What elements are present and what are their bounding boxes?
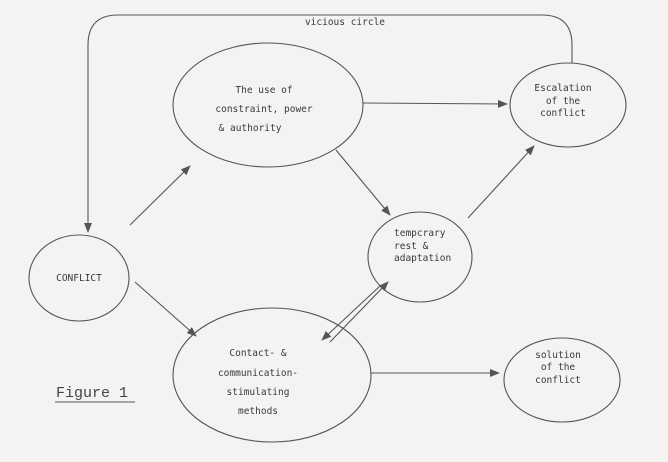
arrow-vicious-circle	[84, 14, 573, 233]
escalation-label-line: conflict	[540, 108, 586, 119]
node-conflict	[28, 234, 130, 322]
escalation-label-line: of the	[546, 96, 581, 107]
temporary-label-line: tempcrary	[394, 228, 446, 239]
arrow-temporary-to-escalation	[467, 145, 535, 219]
node-solution	[503, 337, 621, 423]
arrow-temporary-to-contact	[321, 285, 381, 341]
arrow-conflict-to-constraint	[129, 165, 191, 226]
node-temporary	[367, 211, 473, 303]
arrow-conflict-to-contact	[134, 281, 197, 337]
figure-label: Figure 1	[56, 385, 128, 402]
solution-label-line: of the	[541, 362, 576, 373]
constraint-label-line: constraint, power	[215, 104, 313, 115]
arrow-contact-to-temporary	[329, 281, 389, 343]
temporary-label-line: adaptation	[394, 253, 451, 264]
arrow-constraint-to-escalation	[362, 99, 508, 108]
contact-label-line: stimulating	[227, 387, 290, 398]
contact-label-line: methods	[238, 406, 278, 417]
node-constraint	[172, 42, 364, 168]
node-contact	[172, 307, 372, 443]
temporary-label-line: rest &	[394, 241, 429, 252]
escalation-label-line: Escalation	[534, 83, 591, 94]
constraint-label-line: & authority	[219, 123, 282, 134]
contact-label-line: communication-	[218, 368, 298, 379]
loop-label: vicious circle	[305, 17, 385, 28]
solution-label-line: conflict	[535, 375, 581, 386]
constraint-label-line: The use of	[235, 85, 292, 96]
solution-label-line: solution	[535, 350, 581, 361]
arrow-constraint-to-temporary	[335, 149, 391, 216]
node-escalation	[509, 62, 627, 148]
conflict-label: CONFLICT	[56, 273, 102, 284]
contact-label-line: Contact- &	[229, 348, 286, 359]
